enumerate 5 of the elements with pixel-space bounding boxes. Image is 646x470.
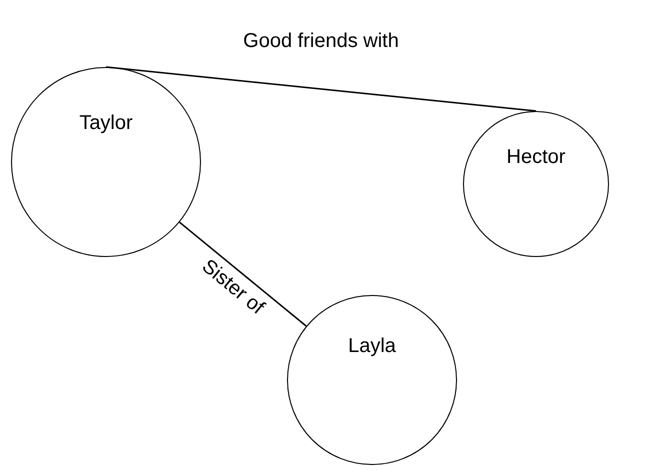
connector-line [106, 66, 536, 112]
node-label: Taylor [79, 110, 133, 136]
node-label: Hector [506, 144, 566, 170]
node-label: Layla [348, 334, 396, 360]
connector-line [179, 222, 307, 327]
